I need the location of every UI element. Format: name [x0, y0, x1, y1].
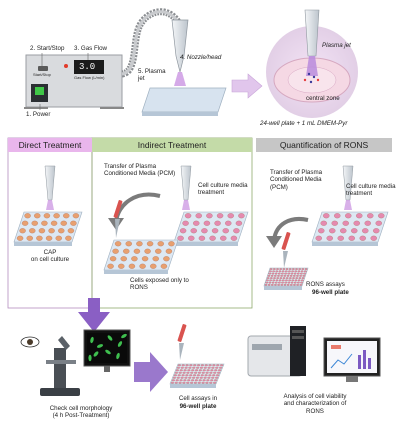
zoom-plate-caption: 24-well plate + 1 mL DMEM-Pyr [260, 120, 348, 127]
direct-cap-label: CAP on cell culture [30, 249, 70, 264]
plate-96-bottom [169, 363, 225, 388]
curved-arrow-indirect [114, 192, 161, 223]
plate-24-top [141, 87, 227, 116]
bottom-analysis-label: Analysis of cell viability and character… [283, 393, 347, 415]
device-start-stop-label: Start/Stop [33, 72, 51, 77]
device-gas-flow-label: Gas Flow (L/min) [74, 75, 105, 80]
plate-24-indirect-cells [103, 239, 179, 274]
rons-cell-media-label: Cell culture media treatment [346, 183, 396, 198]
rons-pipette-icon [281, 232, 291, 268]
direct-nozzle [44, 165, 56, 210]
rons-assays-label: RONS assays [306, 281, 345, 288]
microscope-icon [40, 336, 80, 396]
header-direct-treatment: Direct Treatment [8, 138, 92, 152]
indirect-exposed-label: Cells exposed only to RONS [130, 277, 189, 292]
leader-lines [39, 53, 89, 110]
plasma-device [24, 54, 124, 109]
nozzle-icon [171, 19, 189, 86]
right-arrow-purple [134, 352, 168, 392]
header-rons: Quantification of RONS [256, 138, 392, 152]
bottom-cell-plate-label: 96-well plate [179, 403, 217, 410]
cell-image [88, 333, 127, 362]
indicator-light [64, 64, 68, 68]
plate-24-direct [13, 211, 83, 246]
rons-plate-label: 96-well plate [312, 289, 349, 296]
zoom-plasma-jet-label: Plasma jet [322, 42, 351, 49]
bottom-cell-assays-label: Cell assays in [178, 395, 218, 402]
gas-flow-display [74, 60, 104, 74]
start-stop-button [38, 66, 48, 71]
bottom-morphology-label: Check cell morphology (4 h Post-Treatmen… [49, 405, 113, 420]
plate-96-rons [263, 267, 309, 290]
header-indirect-treatment: Indirect Treatment [92, 138, 252, 152]
indirect-cell-media-label: Cell culture media treatment [198, 182, 248, 197]
zoom-central-zone-label: central zone [306, 95, 340, 102]
bottom-pipette-icon [177, 324, 187, 360]
pipette-icon [113, 200, 123, 238]
label-start-stop: 2. Start/Stop [30, 45, 65, 52]
rons-transfer-label: Transfer of Plasma Conditioned Media (PC… [270, 169, 323, 191]
plate-24-indirect-media [173, 211, 249, 246]
eye-icon [20, 336, 40, 348]
label-gas-flow: 3. Gas Flow [74, 45, 108, 52]
plate-24-rons [311, 211, 389, 246]
indirect-transfer-label: Transfer of Plasma Conditioned Media (PC… [104, 163, 176, 178]
label-power: 1. Power [26, 111, 51, 118]
label-plasma-jet: 5. Plasma jet [138, 68, 166, 83]
device-display-value: 3.0 [79, 62, 96, 72]
rons-nozzle [342, 165, 354, 210]
plate-reader-icon [247, 326, 306, 377]
indirect-nozzle [180, 165, 192, 210]
computer-monitor-icon [323, 337, 381, 382]
label-nozzle-head: 4. Nozzle/head [180, 54, 222, 61]
zoom-view [266, 9, 358, 118]
zoom-arrow [231, 73, 263, 99]
down-arrow-purple [78, 298, 110, 332]
